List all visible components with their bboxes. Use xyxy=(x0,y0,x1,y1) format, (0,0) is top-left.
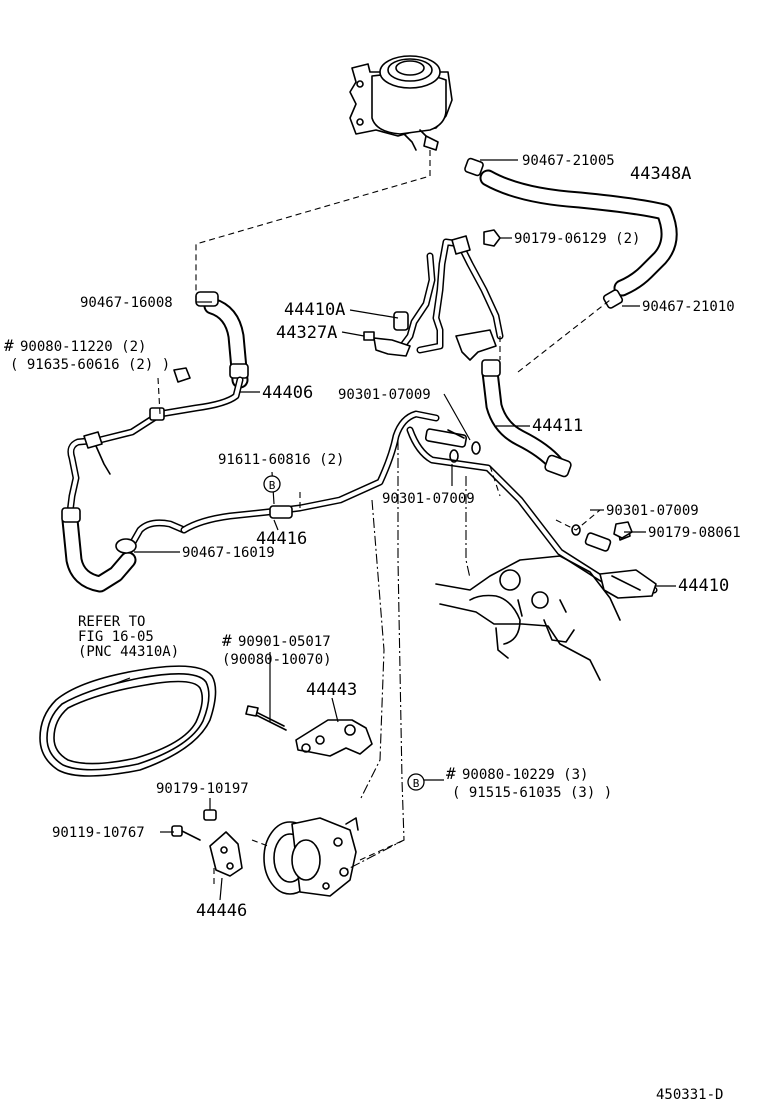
label-clamp-90467-21010: 90467-21010 xyxy=(642,299,735,315)
return-hose xyxy=(464,157,678,309)
refer-line-1: REFER TO xyxy=(78,614,145,630)
reservoir-tank xyxy=(349,55,453,151)
label-bolt-91611-60816: 91611-60816 (2) xyxy=(218,452,344,468)
label-hose-44406: 44406 xyxy=(262,383,313,403)
figure-id: 450331-D xyxy=(656,1087,723,1103)
label-bolt-90080-11220: 90080-11220 (2) xyxy=(20,339,146,355)
marker-b-mid: B xyxy=(263,475,281,493)
pressure-hose xyxy=(363,235,572,478)
fasteners xyxy=(173,229,633,539)
bracket-44446 xyxy=(171,809,243,877)
steering-gear xyxy=(435,555,621,681)
hash-mark-2: # xyxy=(222,631,232,650)
center-pipe xyxy=(180,410,468,534)
label-bolt-90179-06129: 90179-06129 (2) xyxy=(514,231,640,247)
label-pipe-44410: 44410 xyxy=(678,576,729,596)
label-gasket-90301-07009-lower: 90301-07009 xyxy=(382,491,475,507)
label-bracket-44443: 44443 xyxy=(306,680,357,700)
refer-line-2: FIG 16-05 xyxy=(78,629,154,645)
label-nut-90179-08061: 90179-08061 xyxy=(648,525,741,541)
label-clamp-90467-21005: 90467-21005 xyxy=(522,153,615,169)
label-gasket-44327a: 44327A xyxy=(276,323,337,343)
hash-mark-3: # xyxy=(446,764,456,783)
label-bracket-44446: 44446 xyxy=(196,901,247,921)
reference-lines xyxy=(157,150,611,888)
hash-mark-1: # xyxy=(4,336,14,355)
label-bolt-90901-05017: 90901-05017 xyxy=(238,634,331,650)
label-bolt-90080-10229: 90080-10229 (3) xyxy=(462,767,588,783)
leader-lines xyxy=(113,159,676,901)
refer-line-3: (PNC 44310A) xyxy=(78,644,179,660)
label-union-bolt-44410a: 44410A xyxy=(284,300,345,320)
left-hose xyxy=(61,291,249,593)
label-bolt-90080-10070: (90080-10070) xyxy=(222,652,332,668)
label-clamp-90467-16008: 90467-16008 xyxy=(80,295,173,311)
label-bolt-90119-10767: 90119-10767 xyxy=(52,825,145,841)
label-pipe-44416: 44416 xyxy=(256,529,307,549)
label-clamp-90467-16019: 90467-16019 xyxy=(182,545,275,561)
label-gasket-90301-07009-right: 90301-07009 xyxy=(606,503,699,519)
drive-belt xyxy=(39,665,217,777)
marker-b-lower: B xyxy=(407,773,425,791)
power-steering-pump xyxy=(263,817,359,897)
svg-text:B: B xyxy=(269,479,276,492)
bracket-44443 xyxy=(245,705,373,757)
svg-text:B: B xyxy=(413,777,420,790)
label-hose-44348a: 44348A xyxy=(630,164,691,184)
label-nut-90179-10197: 90179-10197 xyxy=(156,781,249,797)
label-gasket-90301-07009-mid: 90301-07009 xyxy=(338,387,431,403)
label-bolt-91515-61035: ( 91515-61035 (3) ) xyxy=(452,785,612,801)
label-bolt-91635-60616: ( 91635-60616 (2) ) xyxy=(10,357,170,373)
label-hose-44411: 44411 xyxy=(532,416,583,436)
